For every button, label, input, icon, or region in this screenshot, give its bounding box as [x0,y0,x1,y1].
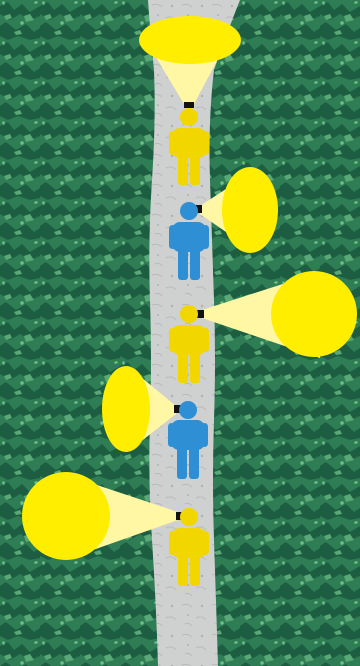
headlamp [184,102,194,108]
